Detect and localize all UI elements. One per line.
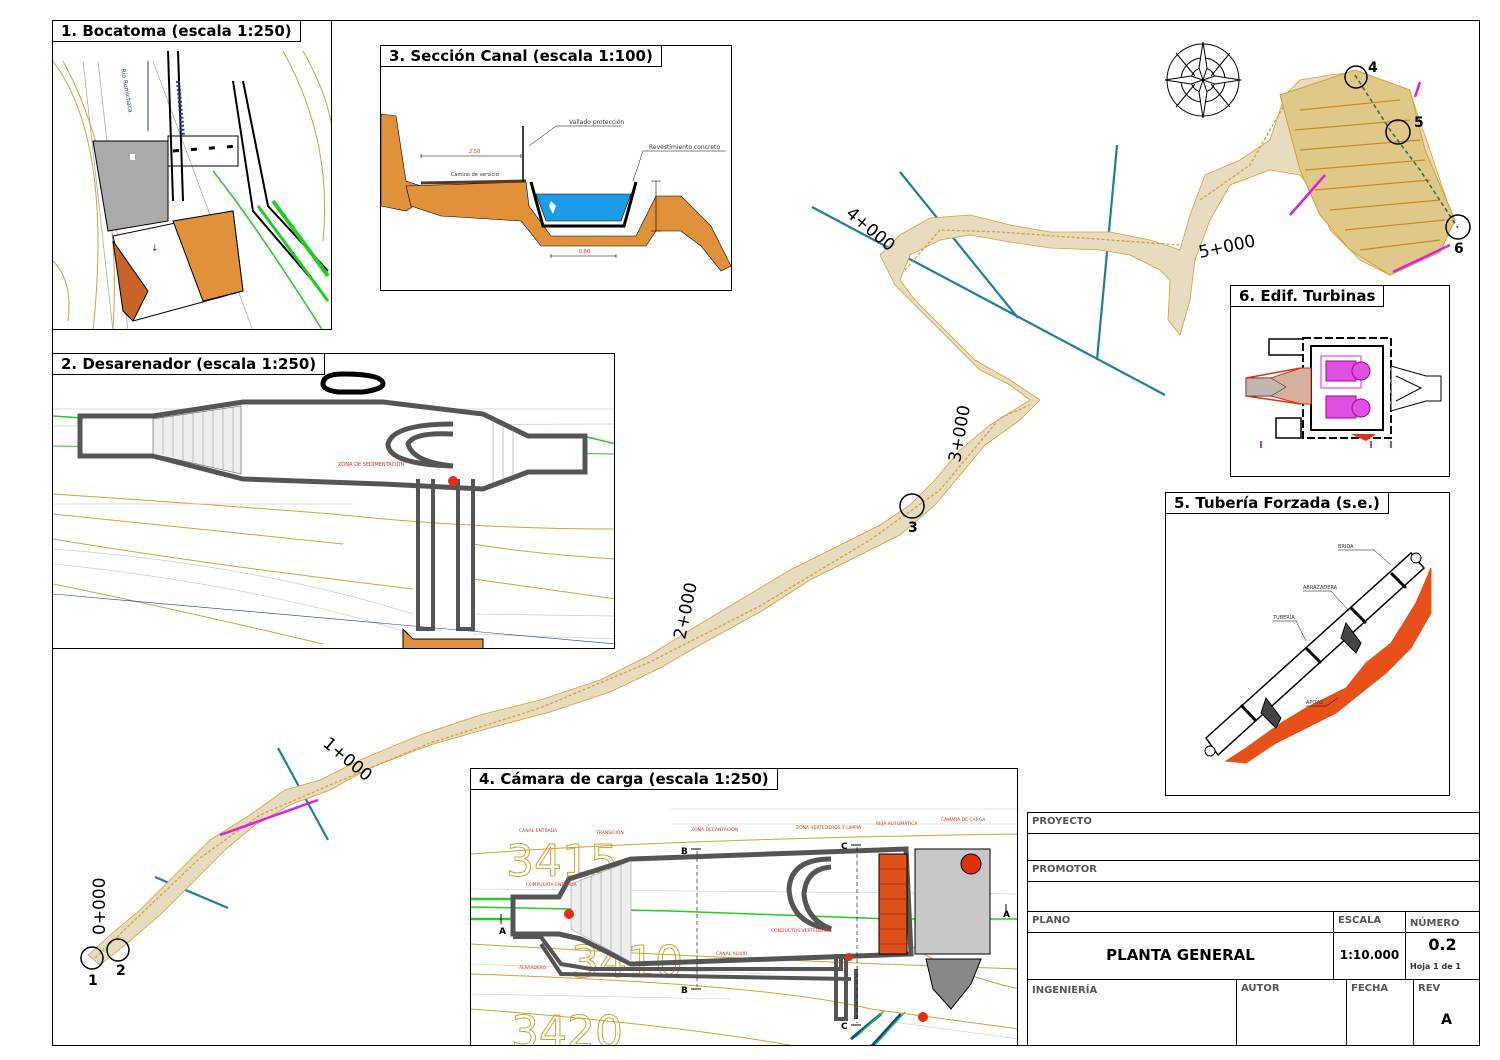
section-mark-b-top: B <box>681 847 688 857</box>
label-apoyo: APOYO <box>1306 700 1323 706</box>
section-mark-a-right: A <box>1003 910 1010 920</box>
section-mark-c-top: C <box>841 842 848 852</box>
label-zona-decantacion: ZONA DECANTACIÓN <box>691 826 738 833</box>
panel-title: 5. Tubería Forzada (s.e.) <box>1166 493 1389 514</box>
chainage-4: 4+000 <box>842 204 899 256</box>
tb-proyecto-value <box>1027 833 1480 861</box>
tb-promotor: PROMOTOR <box>1027 860 1480 882</box>
cross-section-lines <box>154 144 1166 910</box>
point-label-6: 6 <box>1454 241 1464 257</box>
desarenador-note: ZONA DE SEDIMENTACIÓN <box>338 461 404 468</box>
panel-title: 2. Desarenador (escala 1:250) <box>53 354 326 375</box>
panel-desarenador: 2. Desarenador (escala 1:250) <box>52 353 615 649</box>
point-label-4: 4 <box>1368 60 1378 76</box>
tb-escala-value-cell: 1:10.000 <box>1333 932 1406 980</box>
panel-tuberia-forzada: 5. Tubería Forzada (s.e.) BRIDA ABRAZADE… <box>1165 492 1450 796</box>
tb-autor-label: AUTOR <box>1241 983 1280 994</box>
tb-plano: PLANO <box>1027 911 1334 933</box>
tb-promotor-label: PROMOTOR <box>1032 864 1098 875</box>
label-canal-alivio: CANAL ALIVIO <box>716 951 748 957</box>
label-abrazadera: ABRAZADERA <box>1303 585 1338 591</box>
dim-top: 2.50 <box>469 149 480 155</box>
panel-title: 1. Bocatoma (escala 1:250) <box>53 21 301 42</box>
tb-plano-value-cell: PLANTA GENERAL <box>1027 932 1334 980</box>
label-vertederos: CONDUCTOS VERTEDEROS <box>771 928 832 934</box>
tb-autor: AUTOR <box>1236 979 1347 1046</box>
tb-plano-label: PLANO <box>1032 915 1071 926</box>
tb-rev-label: REV <box>1418 983 1441 994</box>
tb-fecha: FECHA <box>1346 979 1414 1046</box>
point-markers <box>80 65 1471 970</box>
chainage-5: 5+000 <box>1197 231 1257 263</box>
tb-ingenieria: INGENIERÍA <box>1027 979 1237 1046</box>
tb-escala: ESCALA <box>1333 911 1406 933</box>
powerhouse-terrain <box>1279 69 1456 276</box>
point-label-3: 3 <box>908 520 918 536</box>
tb-numero: NÚMERO <box>1405 911 1480 933</box>
contour-label-3420: 3420 <box>511 1007 623 1046</box>
forebay-outline <box>510 846 914 967</box>
tb-ingenieria-label: INGENIERÍA <box>1032 985 1098 996</box>
compass-rose-icon <box>1164 41 1242 119</box>
point-label-2: 2 <box>116 963 126 979</box>
label-revestimiento: Revestimiento concreto <box>649 144 720 151</box>
point-label-5: 5 <box>1414 115 1424 131</box>
tb-rev: REV A <box>1413 979 1480 1046</box>
tb-plano-value: PLANTA GENERAL <box>1106 946 1255 964</box>
label-transicion: TRANSICIÓN <box>595 829 624 836</box>
panel-title: 6. Edif. Turbinas <box>1231 286 1385 307</box>
label-brida: BRIDA <box>1338 544 1354 550</box>
tb-fecha-label: FECHA <box>1351 983 1389 994</box>
tb-promotor-value <box>1027 881 1480 912</box>
svg-text:↓: ↓ <box>151 244 159 254</box>
label-rejas: REJA AUTOMÁTICA <box>876 820 918 827</box>
label-tuberia: TUBERÍA <box>1272 614 1295 621</box>
tb-numero-label: NÚMERO <box>1410 918 1460 929</box>
panel-title: 3. Sección Canal (escala 1:100) <box>381 46 662 67</box>
tb-escala-value: 1:10.000 <box>1339 948 1400 962</box>
magenta-segments <box>219 81 1451 837</box>
tb-proyecto: PROYECTO <box>1027 812 1480 834</box>
label-canal-entrada: CANAL ENTRADA <box>519 828 558 834</box>
river-label: Río Rumichaca <box>119 68 134 113</box>
chainage-0: 0+000 <box>90 877 110 935</box>
tb-hoja-value: Hoja 1 de 1 <box>1410 962 1461 971</box>
panel-edif-turbinas: 6. Edif. Turbinas <box>1230 285 1450 477</box>
label-camino: Camino de servicio <box>451 172 499 178</box>
panel-bocatoma: 1. Bocatoma (escala 1:250) Río Rumichaca… <box>52 20 332 330</box>
panel-camara-carga: 4. Cámara de carga (escala 1:250) 3415 3… <box>470 768 1018 1046</box>
tb-rev-value: A <box>1441 1012 1452 1028</box>
panel-seccion-canal: 3. Sección Canal (escala 1:100) Vallado … <box>380 45 732 291</box>
label-vallado: Vallado protección <box>569 119 625 126</box>
title-block: PROYECTO PROMOTOR PLANO ESCALA NÚMERO PL… <box>1027 812 1480 1046</box>
label-aliviadero: ALIVIADERO <box>519 965 547 971</box>
section-mark-c-bottom: C <box>841 1022 848 1032</box>
label-camara: CÁMARA DE CARGA <box>941 816 986 823</box>
dim-bottom: 0.80 <box>579 249 590 255</box>
section-mark-b-bottom: B <box>681 986 688 996</box>
label-compuerta: COMPUERTA ENTRADA <box>526 882 577 888</box>
tb-proyecto-label: PROYECTO <box>1032 816 1092 827</box>
label-zona-vertederos: ZONA VERTEDEROS Y LIMPIA <box>796 825 862 831</box>
section-mark-a-left: A <box>499 927 506 937</box>
panel-title: 4. Cámara de carga (escala 1:250) <box>471 769 778 790</box>
point-label-1: 1 <box>88 973 98 989</box>
tb-numero-value-cell: 0.2 Hoja 1 de 1 <box>1405 932 1480 980</box>
tb-escala-label: ESCALA <box>1338 915 1382 926</box>
tb-numero-value: 0.2 <box>1428 935 1457 954</box>
